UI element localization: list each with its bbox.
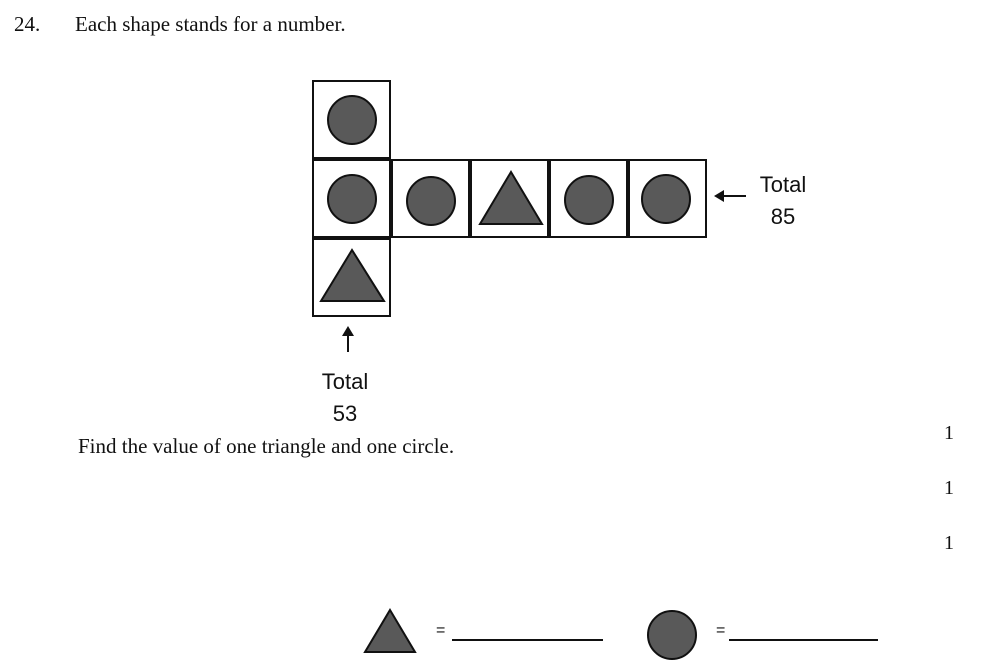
- grid-cell-row-4: [549, 159, 628, 238]
- circle-icon: [564, 175, 614, 225]
- triangle-icon: [478, 170, 544, 225]
- column-total-label: Total 53: [310, 366, 380, 430]
- circle-equals-sign: =: [716, 622, 726, 639]
- triangle-answer-line[interactable]: [452, 639, 603, 641]
- circle-icon: [327, 95, 377, 145]
- circle-icon: [641, 174, 691, 224]
- grid-cell-row-2: [391, 159, 470, 238]
- mark-1: 1: [944, 422, 954, 444]
- grid-cell-column-1: [312, 80, 391, 159]
- grid-cell-row-3: [470, 159, 549, 238]
- mark-3: 1: [944, 532, 954, 554]
- mark-2: 1: [944, 477, 954, 499]
- circle-answer-line[interactable]: [729, 639, 878, 641]
- arrow-left-icon: [714, 190, 746, 202]
- column-total-value: 53: [332, 401, 358, 426]
- circle-icon: [647, 610, 697, 660]
- grid-cell-row-5: [628, 159, 707, 238]
- row-total-label: Total 85: [748, 169, 818, 233]
- circle-icon: [406, 176, 456, 226]
- question-text: Each shape stands for a number.: [75, 12, 346, 36]
- triangle-icon: [319, 248, 386, 302]
- grid-cell-shared: [312, 159, 391, 238]
- arrow-up-icon: [342, 326, 354, 352]
- row-total-text: Total: [759, 172, 807, 197]
- column-total-text: Total: [321, 369, 369, 394]
- grid-cell-column-3: [312, 238, 391, 317]
- circle-icon: [327, 174, 377, 224]
- row-total-value: 85: [770, 204, 796, 229]
- triangle-icon: [363, 608, 417, 653]
- instruction-text: Find the value of one triangle and one c…: [78, 434, 455, 458]
- triangle-equals-sign: =: [436, 622, 446, 639]
- question-number: 24.: [14, 12, 41, 36]
